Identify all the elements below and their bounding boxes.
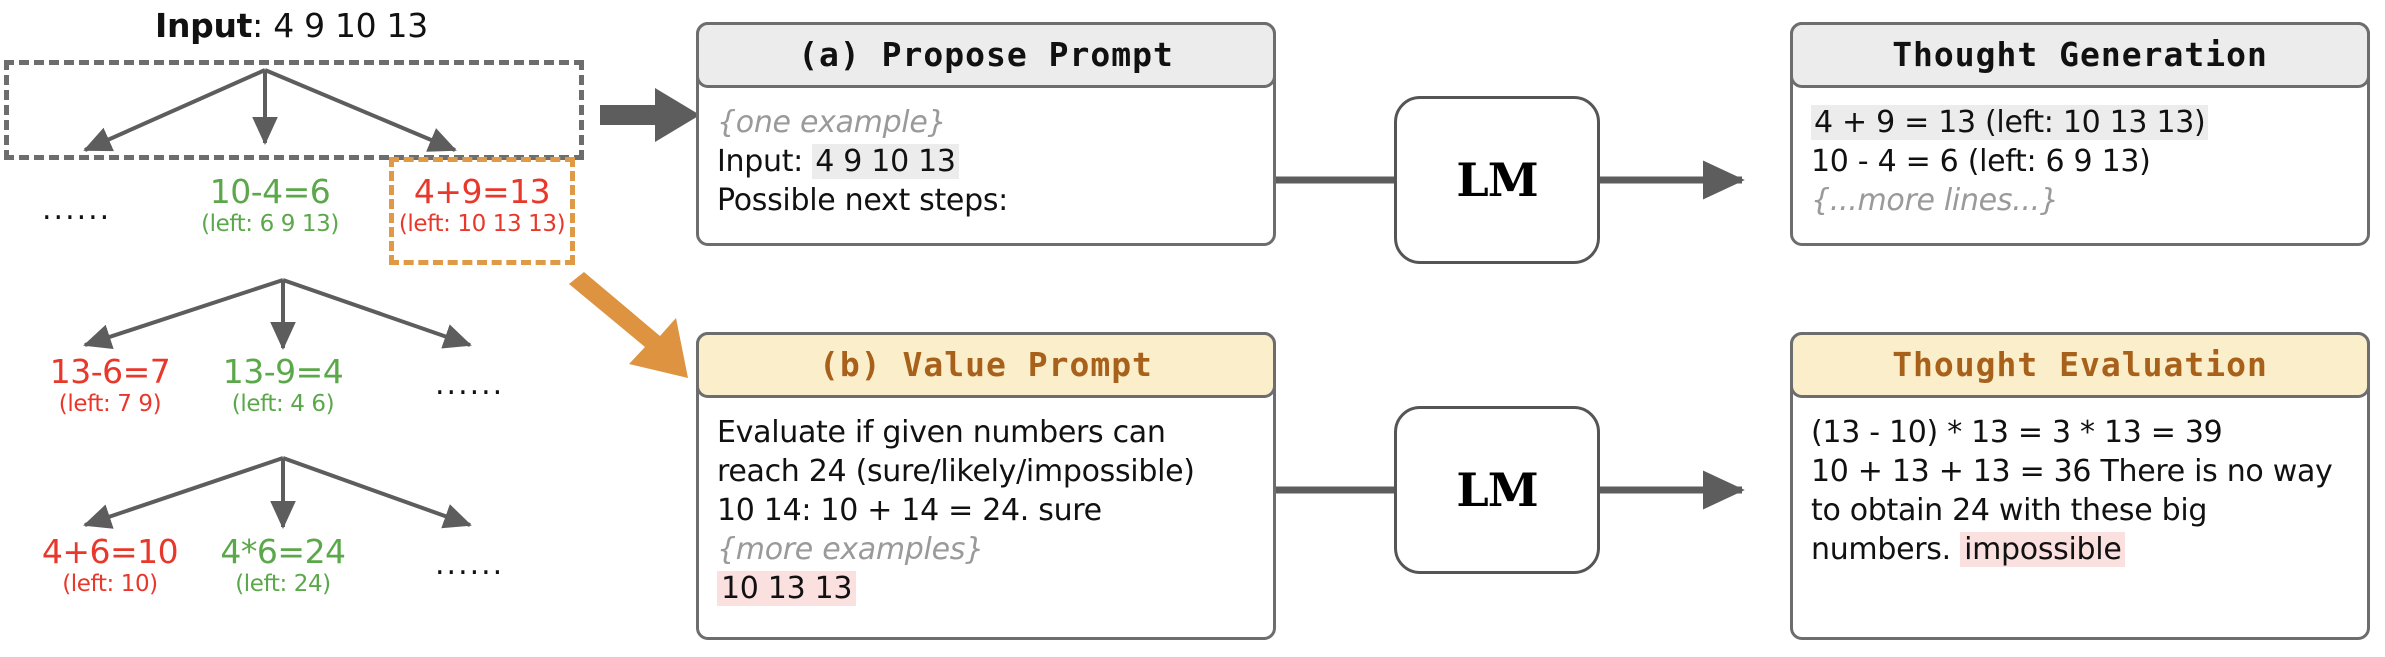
search-tree-panel: Input: 4 9 10 13 ...... 10-4=6 (left: 6 … [0, 0, 690, 657]
evaluation-line-4-prefix: numbers. [1811, 532, 1961, 567]
generation-line-1: 4 + 9 = 13 (left: 10 13 13) [1811, 103, 2353, 142]
tree-node-13-6-7[interactable]: 13-6=7 (left: 7 9) [10, 352, 210, 417]
tree-node-4-9-13[interactable]: 4+9=13 (left: 10 13 13) [389, 172, 575, 237]
tree-node-10-4-6[interactable]: 10-4=6 (left: 6 9 13) [160, 172, 380, 237]
page-title: Input: 4 9 10 13 [155, 6, 428, 45]
input-value: 4 9 10 13 [273, 6, 428, 45]
evaluation-line-3: to obtain 24 with these big [1811, 493, 2208, 528]
selected-node-dashed-box [389, 157, 575, 265]
tree-node-op: 4+6=10 [41, 532, 179, 571]
generation-line-more: {...more lines...} [1811, 183, 2059, 218]
thought-evaluation-header: Thought Evaluation [1790, 332, 2370, 398]
tree-node-op: 4+9=13 [413, 172, 551, 211]
tree-node-left: (left: 7 9) [58, 390, 162, 417]
tree-node-op: 13-6=7 [49, 352, 171, 391]
lm-label: LM [1456, 463, 1538, 517]
propose-input-value: 4 9 10 13 [812, 144, 959, 179]
value-line-1: Evaluate if given numbers can [717, 415, 1166, 450]
evaluation-verdict: impossible [1960, 532, 2126, 567]
tree-ellipsis-row2: ...... [435, 367, 505, 402]
tree-node-13-9-4[interactable]: 13-9=4 (left: 4 6) [183, 352, 383, 417]
propose-input-prefix: Input: [717, 144, 813, 179]
value-prompt-body: Evaluate if given numbers can reach 24 (… [717, 413, 1259, 608]
value-line-more-examples: {more examples} [717, 532, 984, 567]
generation-line-2: 10 - 4 = 6 (left: 6 9 13) [1811, 144, 2151, 179]
propose-line-example: {one example} [717, 105, 947, 140]
tree-node-4x6-24[interactable]: 4*6=24 (left: 24) [183, 532, 383, 597]
thought-generation-card[interactable]: Thought Generation 4 + 9 = 13 (left: 10 … [1790, 22, 2370, 246]
tree-ellipsis-row1: ...... [42, 192, 112, 227]
propose-prompt-header: (a) Propose Prompt [696, 22, 1276, 88]
lm-label: LM [1456, 153, 1538, 207]
generation-line-1-text: 4 + 9 = 13 (left: 10 13 13) [1811, 105, 2209, 140]
tree-node-op: 4*6=24 [220, 532, 346, 571]
propose-prompt-card[interactable]: (a) Propose Prompt {one example} Input: … [696, 22, 1276, 246]
tree-ellipsis-row3: ...... [435, 547, 505, 582]
evaluation-line-4: numbers. impossible [1811, 530, 2353, 569]
thought-evaluation-body: (13 - 10) * 13 = 3 * 13 = 39 10 + 13 + 1… [1811, 413, 2353, 569]
input-label: Input [155, 6, 253, 45]
lm-box-bottom[interactable]: LM [1394, 406, 1600, 574]
value-prompt-header: (b) Value Prompt [696, 332, 1276, 398]
propose-prompt-body: {one example} Input: 4 9 10 13 Possible … [717, 103, 1259, 220]
value-line-3: 10 14: 10 + 14 = 24. sure [717, 493, 1102, 528]
value-prompt-card[interactable]: (b) Value Prompt Evaluate if given numbe… [696, 332, 1276, 640]
thought-generation-header: Thought Generation [1790, 22, 2370, 88]
tree-node-left: (left: 24) [235, 570, 331, 597]
value-line-query: 10 13 13 [717, 569, 1259, 608]
root-level-dashed-box [4, 60, 584, 160]
propose-line-next-steps: Possible next steps: [717, 183, 1008, 218]
value-line-2: reach 24 (sure/likely/impossible) [717, 454, 1195, 489]
evaluation-line-2: 10 + 13 + 13 = 36 There is no way [1811, 454, 2333, 489]
propose-line-input: Input: 4 9 10 13 [717, 142, 1259, 181]
tree-node-left: (left: 10 13 13) [398, 210, 566, 237]
tree-node-op: 10-4=6 [209, 172, 331, 211]
lm-box-top[interactable]: LM [1394, 96, 1600, 264]
thought-evaluation-card[interactable]: Thought Evaluation (13 - 10) * 13 = 3 * … [1790, 332, 2370, 640]
tree-node-op: 13-9=4 [222, 352, 344, 391]
value-query-value: 10 13 13 [717, 571, 857, 606]
thought-generation-body: 4 + 9 = 13 (left: 10 13 13) 10 - 4 = 6 (… [1811, 103, 2353, 220]
tree-node-left: (left: 10) [62, 570, 158, 597]
tree-node-4-6-10[interactable]: 4+6=10 (left: 10) [10, 532, 210, 597]
tree-node-left: (left: 6 9 13) [201, 210, 339, 237]
tree-node-left: (left: 4 6) [231, 390, 335, 417]
evaluation-line-1: (13 - 10) * 13 = 3 * 13 = 39 [1811, 415, 2223, 450]
